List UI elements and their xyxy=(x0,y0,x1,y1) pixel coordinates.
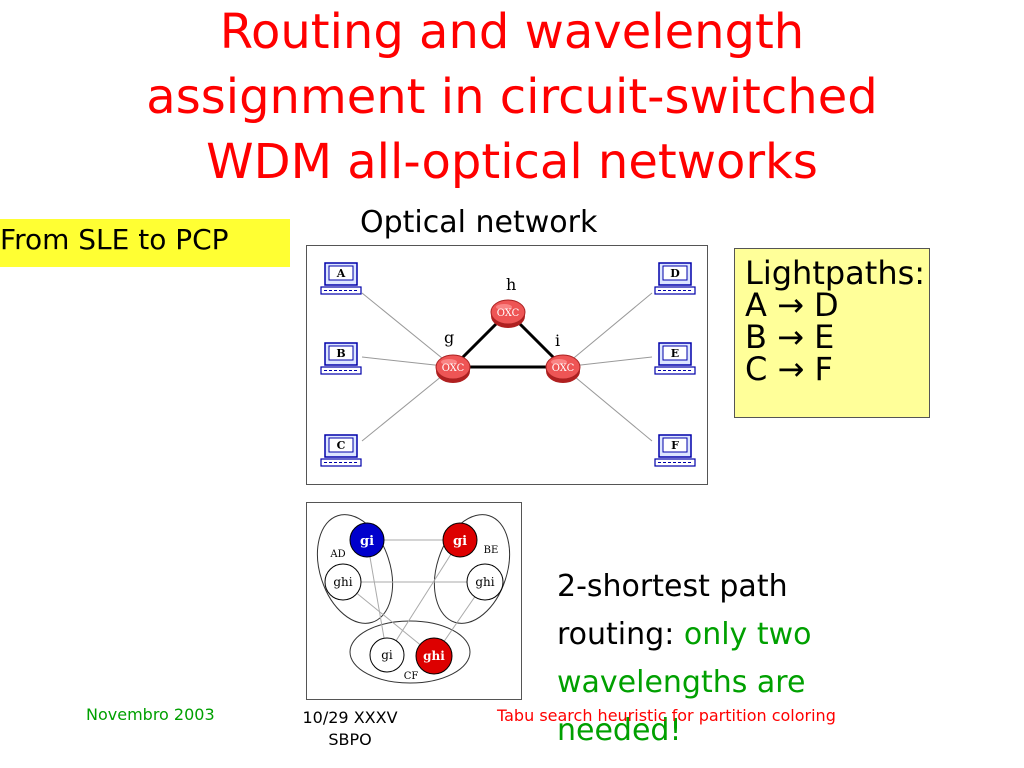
svg-text:gi: gi xyxy=(381,648,393,662)
network-svg: A B C D E F OXC OXC xyxy=(320,262,696,467)
slide-title: Routing and wavelength assignment in cir… xyxy=(0,0,1024,195)
title-line-1: Routing and wavelength xyxy=(219,4,805,60)
lightpath-row: B → E xyxy=(745,318,835,356)
svg-text:ghi: ghi xyxy=(475,575,494,589)
event-name: XXXV SBPO xyxy=(328,708,398,749)
svg-text:OXC: OXC xyxy=(497,308,520,319)
vertex-cf-ghi xyxy=(415,637,453,675)
vertex-be-gi xyxy=(442,522,478,558)
svg-text:F: F xyxy=(671,439,679,452)
link-c-g xyxy=(361,366,454,442)
group-ad xyxy=(316,514,394,624)
host-e-icon: E xyxy=(654,342,696,375)
routing-line-3: wavelengths are xyxy=(557,665,806,700)
lightpaths-title: Lightpaths: xyxy=(745,254,926,292)
link-i-d xyxy=(562,292,653,368)
lightpaths-box: Lightpaths: A → D B → E C → F xyxy=(734,248,930,418)
node-label-i: i xyxy=(555,331,560,350)
host-c-icon: C xyxy=(320,434,362,467)
svg-text:ghi: ghi xyxy=(333,575,352,589)
oxc-node-h: OXC xyxy=(490,299,526,329)
footer-topic: Tabu search heuristic for partition colo… xyxy=(497,706,836,725)
vertex-cf-gi xyxy=(369,637,405,673)
group-label-be: BE xyxy=(484,545,499,556)
host-b-icon: B xyxy=(320,342,362,375)
arrow-icon: → xyxy=(777,318,804,356)
network-caption: Optical network xyxy=(360,205,598,240)
partition-graph: gi AD ghi gi BE ghi gi ghi CF xyxy=(306,502,522,700)
title-line-3: WDM all-optical networks xyxy=(206,134,818,190)
svg-text:E: E xyxy=(671,347,679,360)
host-f-icon: F xyxy=(654,434,696,467)
oxc-node-i: OXC xyxy=(545,354,581,384)
page-number: 10/29 xyxy=(302,708,349,727)
vertex-be-ghi xyxy=(466,563,504,601)
node-label-h: h xyxy=(506,275,516,294)
routing-text: 2-shortest path routing: only two wavele… xyxy=(557,563,812,755)
group-label-ad: AD xyxy=(329,549,345,560)
vertex-ad-ghi xyxy=(324,563,362,601)
group-cf xyxy=(349,620,471,684)
optical-network-diagram: A B C D E F OXC OXC xyxy=(306,245,708,485)
svg-text:OXC: OXC xyxy=(552,363,575,374)
routing-line-2: routing: only two xyxy=(557,617,812,652)
link-i-f xyxy=(562,366,653,442)
partition-svg: gi AD ghi gi BE ghi gi ghi CF xyxy=(316,514,511,684)
lightpath-row: A → D xyxy=(745,286,839,324)
title-line-2: assignment in circuit-switched xyxy=(146,69,878,125)
svg-text:A: A xyxy=(336,267,346,280)
subtitle-text: From SLE to PCP xyxy=(0,223,229,256)
footer-page: 10/29 XXXV SBPO xyxy=(300,707,400,751)
svg-text:D: D xyxy=(670,267,680,280)
vertex-ad-gi xyxy=(349,522,385,558)
host-d-icon: D xyxy=(654,262,696,295)
host-a-icon: A xyxy=(320,262,362,295)
subtitle-highlight: From SLE to PCP xyxy=(0,219,290,267)
svg-text:ghi: ghi xyxy=(423,649,445,663)
group-be xyxy=(433,514,511,624)
arrow-icon: → xyxy=(777,350,805,388)
group-label-cf: CF xyxy=(404,671,419,682)
svg-text:gi: gi xyxy=(360,534,374,549)
svg-text:OXC: OXC xyxy=(442,363,465,374)
svg-text:C: C xyxy=(337,439,346,452)
svg-text:gi: gi xyxy=(453,534,467,549)
lightpath-row: C → F xyxy=(745,350,833,388)
arrow-icon: → xyxy=(777,286,804,324)
routing-line-1: 2-shortest path xyxy=(557,569,788,604)
node-label-g: g xyxy=(444,328,454,347)
svg-text:B: B xyxy=(336,347,345,360)
link-a-g xyxy=(361,292,454,368)
oxc-node-g: OXC xyxy=(435,354,471,384)
routing-line-4: needed! xyxy=(557,713,682,748)
footer-date: Novembro 2003 xyxy=(86,705,215,724)
